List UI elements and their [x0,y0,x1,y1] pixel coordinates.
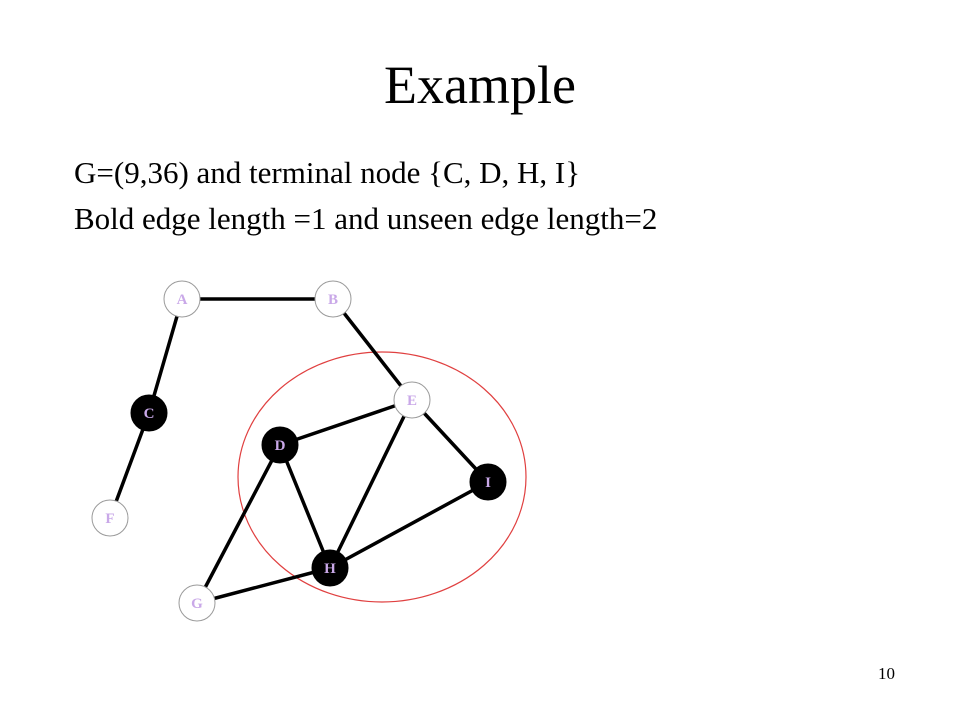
edge-e-h [328,398,414,570]
highlight-circle [237,351,527,603]
edge-e-d [278,398,414,447]
node-circle-a [163,280,201,318]
node-circle-f [91,499,129,537]
page-number: 10 [878,664,895,683]
node-label-g: G [191,596,203,612]
node-b: B [314,280,352,318]
node-f: F [91,499,129,537]
graph-description: G=(9,36) and terminal node {C, D, H, I} [74,155,581,190]
node-circle-d [261,426,299,464]
node-e: E [393,381,431,419]
node-label-e: E [407,393,417,409]
node-label-c: C [144,406,155,422]
node-circle-i [469,463,507,501]
edge-h-i [328,480,490,570]
node-i: I [469,463,507,501]
node-c: C [130,394,168,432]
node-circle-b [314,280,352,318]
edge-d-h [278,443,332,570]
node-circle-h [311,549,349,587]
node-label-h: H [324,561,336,577]
edge-e-i [410,398,490,484]
slide-title: Example [384,55,576,115]
edge-b-e [331,297,414,402]
node-a: A [163,280,201,318]
edge-c-f [108,411,151,520]
node-label-b: B [328,292,338,308]
node-label-d: D [275,438,286,454]
edge-d-g [195,443,282,605]
edge-g-h [195,566,332,605]
node-label-i: I [485,475,491,491]
edges-layer [108,297,490,605]
node-circle-c [130,394,168,432]
node-g: G [178,584,216,622]
edge-length-note: Bold edge length =1 and unseen edge leng… [74,201,658,236]
node-label-f: F [105,511,114,527]
node-circle-g [178,584,216,622]
edge-a-c [147,297,184,415]
node-label-a: A [177,292,188,308]
node-circle-e [393,381,431,419]
nodes-layer: A B C D E F G H I [91,280,507,622]
node-d: D [261,426,299,464]
node-h: H [311,549,349,587]
